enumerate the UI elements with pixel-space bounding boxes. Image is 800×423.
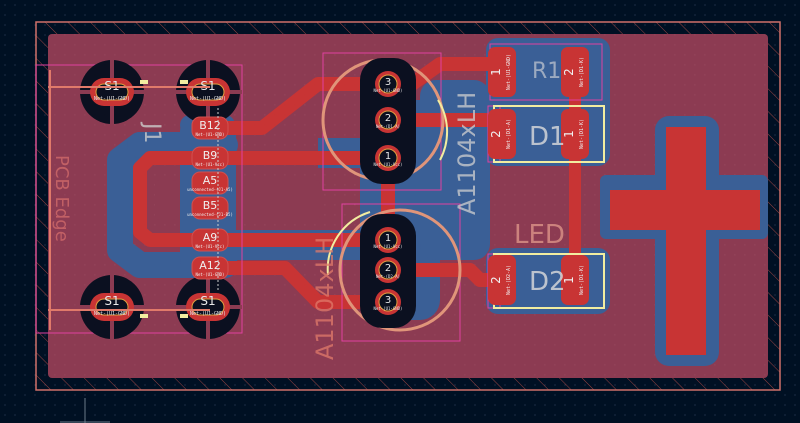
pin-net: unconnected-(J1-B5) [187, 212, 233, 217]
shield-pad-net: Net-(U1-GND) [94, 311, 130, 317]
pin-name: B5 [203, 199, 218, 212]
smd-pad-net: Net-(U1-GND) [506, 54, 512, 90]
pad-number: 3 [385, 295, 391, 306]
pin-net: unconnected-(J1-A5) [187, 187, 233, 192]
smd-pad-number: 1 [489, 68, 503, 76]
j1-signal-pads: B12Net-(U1-GND)B9Net-(U1-Vcc)A5unconnect… [187, 116, 233, 280]
pin-net: Net-(U1-GND) [196, 272, 225, 277]
smd-pad-net: Net-(D1-K) [579, 265, 585, 295]
pad-net: Net-(D1-A) [376, 124, 400, 129]
pad-net: Net-(D2-A) [376, 274, 400, 279]
edge-label: PCB Edge [51, 155, 72, 242]
smd-pad-number: 1 [562, 276, 576, 284]
pad-number: 1 [385, 233, 391, 244]
pad-net: Net-(U1-GND) [374, 306, 403, 311]
d1-reference: D1 [529, 122, 566, 152]
j1-shield-pads: S1Net-(U1-GND)S1Net-(U1-GND)S1Net-(U1-GN… [78, 58, 242, 341]
u2-value-label: A1104xLH [311, 237, 339, 360]
pad-number: 2 [385, 263, 391, 274]
smd-pad-number: 2 [562, 68, 576, 76]
pin-net: Net-(U1-Vcc) [196, 244, 225, 249]
u1-value-label: A1104xLH [453, 92, 481, 215]
j1-reference: J1 [139, 121, 164, 144]
cross-copper-pad [610, 127, 760, 355]
smd-pad-net: Net-(D1-K) [579, 57, 585, 87]
pin-name: A5 [203, 174, 218, 187]
pin-name: B9 [203, 149, 218, 162]
zone-islands [155, 180, 320, 220]
pin-name: B12 [199, 119, 221, 132]
silkscreen-text: PCB Edge J1 A1104xLH A1104xLH LED R1 D1 … [51, 59, 566, 360]
smd-pad-number: 2 [489, 130, 503, 138]
pad-net: Net-(U1-Vcc) [374, 244, 403, 249]
origin-marker [60, 398, 110, 423]
led-value-label: LED [514, 220, 565, 250]
shield-pad-net: Net-(U1-GND) [190, 96, 226, 102]
shield-pad-name: S1 [104, 294, 119, 308]
smd-pad-number: 2 [489, 276, 503, 284]
pin-name: A12 [199, 259, 221, 272]
smd-pad-net: Net-(D1-K) [579, 119, 585, 149]
pad-net: Net-(U1-GND) [374, 88, 403, 93]
smd-pad-number: 1 [562, 130, 576, 138]
j1-fab-marks [140, 80, 188, 318]
pad-number: 3 [385, 77, 391, 88]
pad-net: Net-(U1-Vcc) [374, 162, 403, 167]
pad-number: 2 [385, 113, 391, 124]
r1-reference: R1 [532, 59, 561, 84]
smd-pad-net: Net-(D1-A) [506, 119, 512, 149]
pin-net: Net-(U1-Vcc) [196, 162, 225, 167]
shield-pad-net: Net-(U1-GND) [94, 96, 130, 102]
shield-pad-name: S1 [200, 294, 215, 308]
pad-number: 1 [385, 151, 391, 162]
shield-pad-net: Net-(U1-GND) [190, 311, 226, 317]
smd-pad-net: Net-(D2-A) [506, 265, 512, 295]
pin-name: A9 [203, 231, 218, 244]
d2-reference: D2 [529, 267, 566, 297]
j1-silk-lines [48, 70, 210, 330]
pin-net: Net-(U1-GND) [196, 132, 225, 137]
